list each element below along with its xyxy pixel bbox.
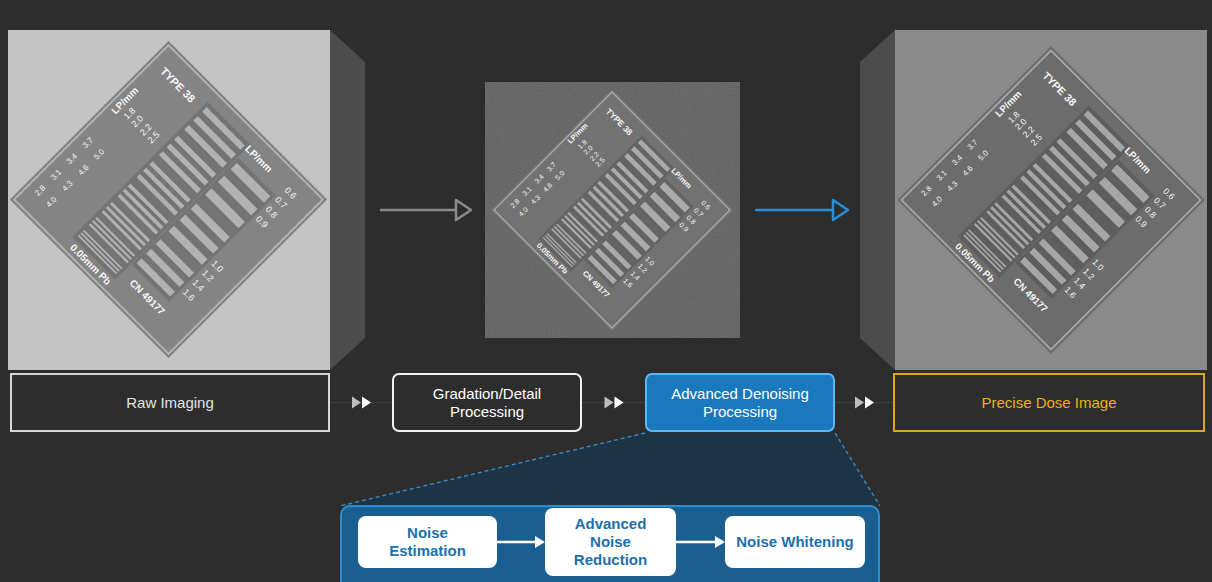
zoom-wedge (340, 433, 880, 506)
box-text: Advanced Denoising Processing (655, 385, 825, 421)
zoom-guide (835, 433, 880, 506)
step-chevron (362, 397, 371, 409)
box-text: Gradation/Detail Processing (402, 385, 572, 421)
flow-arrow-group (497, 536, 545, 548)
flow-arrow-group (582, 397, 645, 409)
denoised-xray-image: LP/mm1.82.02.22.52.83.13.43.74.04.34.65.… (895, 30, 1207, 370)
step-arrow (755, 209, 833, 212)
step-chevron (855, 397, 864, 409)
image-side-face (330, 30, 365, 370)
box-text: Noise Whitening (736, 533, 854, 551)
step-chevron (865, 397, 874, 409)
box-text: Noise Estimation (368, 524, 487, 560)
process-box: Noise Estimation (358, 516, 497, 568)
box-text: Precise Dose Image (981, 394, 1116, 412)
process-box: Advanced Denoising Processing (645, 373, 835, 432)
line-pair-phantom: LP/mm1.82.02.22.52.83.13.43.74.04.34.65.… (897, 46, 1205, 354)
process-box: Raw Imaging (10, 373, 330, 432)
processed-xray-image: LP/mm1.82.02.22.52.83.13.43.74.04.34.65.… (485, 82, 740, 338)
step-arrow (380, 209, 456, 212)
step-arrow-head (456, 200, 471, 220)
box-text: Advanced Noise Reduction (555, 515, 666, 569)
step-chevron (605, 397, 614, 409)
raw-xray-image: LP/mm1.82.02.22.52.83.13.43.74.04.34.65.… (8, 30, 330, 370)
process-box: Precise Dose Image (893, 373, 1205, 432)
process-box: Gradation/Detail Processing (392, 373, 582, 432)
flow-arrow-group (676, 536, 725, 548)
arrow-head (715, 536, 725, 548)
process-box: Noise Whitening (725, 516, 865, 568)
arrow-head (535, 536, 545, 548)
zoom-guide (340, 433, 645, 506)
box-text: Raw Imaging (126, 394, 214, 412)
flow-arrow-group (835, 397, 893, 409)
process-box: Advanced Noise Reduction (545, 508, 676, 576)
flow-arrow-group (330, 397, 392, 409)
step-chevron (352, 397, 361, 409)
line-pair-phantom: LP/mm1.82.02.22.52.83.13.43.74.04.34.65.… (9, 40, 327, 358)
step-arrow-head (833, 200, 848, 220)
step-chevron (615, 397, 624, 409)
image-side-face (860, 30, 895, 370)
